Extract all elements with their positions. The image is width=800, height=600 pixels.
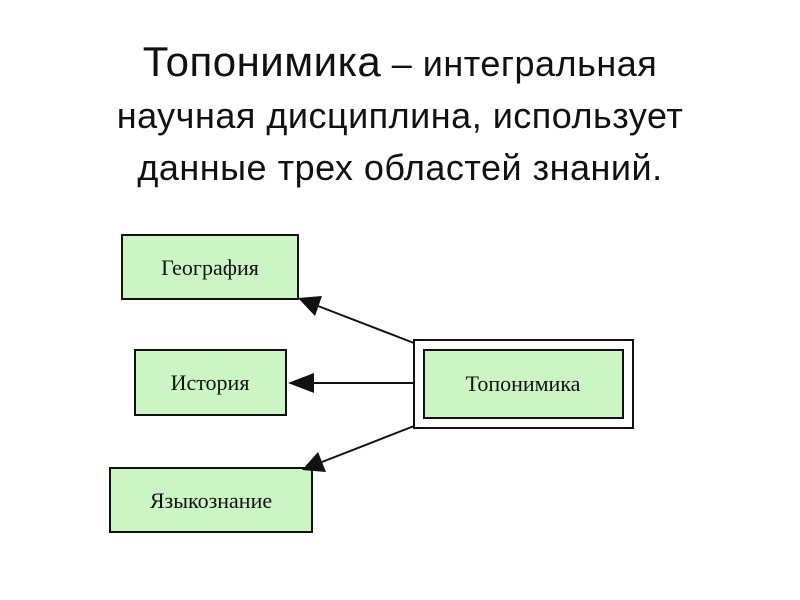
edge-to-history [288,373,414,393]
node-geography-box [121,234,299,300]
node-toponymy-box [423,349,624,419]
title-line-3: данные трех областей знаний. [137,147,663,188]
node-toponymy: Топонимика [413,339,634,429]
node-history: История [134,349,287,416]
title-line-2: научная дисциплина, использует [116,95,684,136]
node-linguistics-box [109,467,313,533]
edge-to-linguistics-line [321,425,415,463]
edge-to-linguistics [302,425,415,472]
node-history-box [134,349,287,416]
node-linguistics-label: Языкознание [150,488,272,513]
title-line-1: Топонимика – интегральная [0,36,800,90]
edge-to-linguistics-arrowhead [302,452,326,472]
edge-to-geography-arrowhead [298,296,322,316]
node-linguistics: Языкознание [109,467,313,533]
edge-to-geography [298,296,415,344]
node-geography: География [121,234,299,300]
title-term: Топонимика [142,38,382,85]
title-line-1-rest: – интегральная [381,43,658,84]
node-geography-label: География [161,255,259,280]
edge-to-geography-line [317,305,415,344]
edge-to-history-arrowhead [288,373,314,393]
node-toponymy-label: Топонимика [466,371,581,396]
slide-title: Топонимика – интегральная научная дисцип… [0,36,800,194]
node-history-label: История [171,370,250,395]
